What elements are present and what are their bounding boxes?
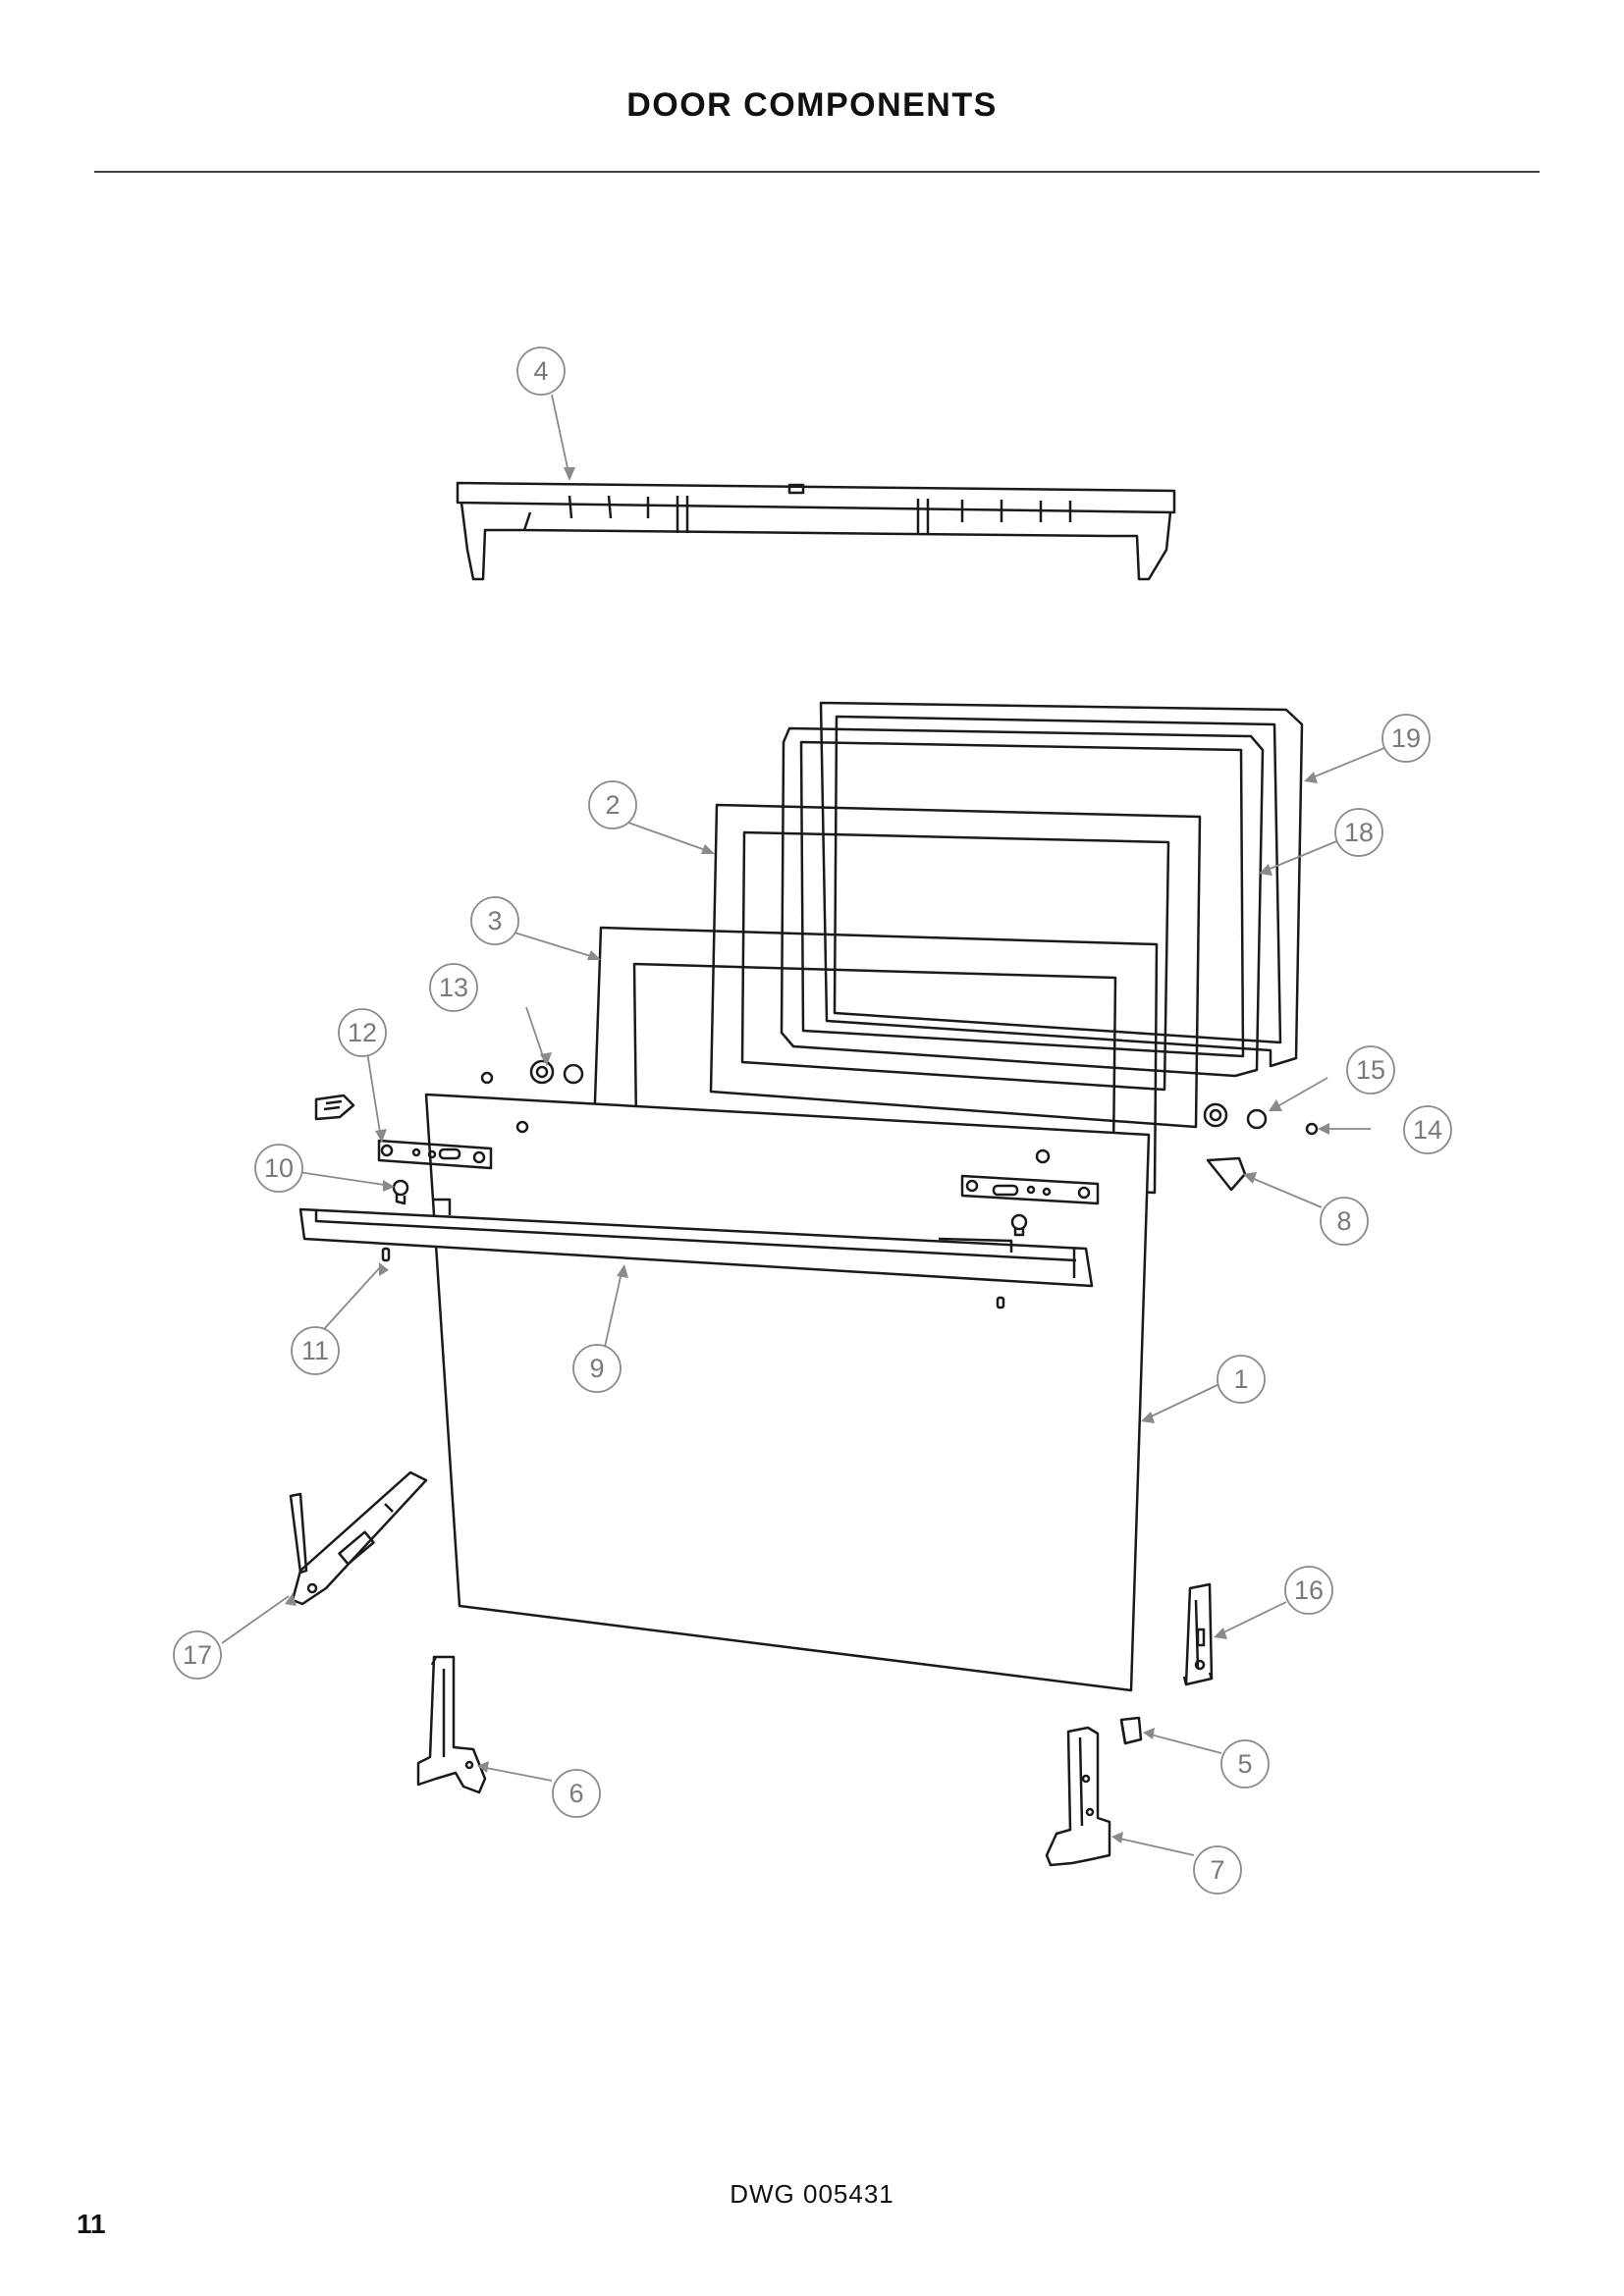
callout-4-label: 4 (533, 356, 548, 386)
page-number: 11 (77, 2209, 106, 2239)
callout-13-label: 13 (439, 973, 468, 1002)
callout-7: 7 (1193, 1845, 1242, 1895)
left-hinge-bracket-part (416, 1655, 487, 1794)
callout-19: 19 (1381, 714, 1431, 763)
callout-16-label: 16 (1294, 1575, 1324, 1605)
top-trim-part (456, 481, 1176, 581)
callout-1: 1 (1217, 1355, 1266, 1404)
small-pin-part (381, 1247, 391, 1262)
right-hinge-bracket-part (1045, 1726, 1111, 1867)
callout-3-label: 3 (487, 906, 502, 935)
callout-6: 6 (552, 1769, 601, 1818)
screw-part (392, 1179, 409, 1205)
drawing-number: DWG 005431 (730, 2179, 894, 2209)
handle-part (298, 1198, 1094, 1288)
callout-8-label: 8 (1336, 1206, 1351, 1236)
callout-11: 11 (291, 1326, 340, 1375)
callout-1-label: 1 (1233, 1364, 1248, 1394)
outer-door-panel-part (424, 1093, 1151, 1692)
right-mount-plate-part (960, 1174, 1100, 1205)
callout-5-label: 5 (1237, 1749, 1252, 1779)
callout-2: 2 (588, 780, 637, 829)
callout-15: 15 (1346, 1045, 1395, 1095)
left-mount-plate-part (377, 1139, 493, 1170)
callout-16: 16 (1284, 1566, 1333, 1615)
outer-seal-part (819, 701, 1304, 1068)
clip-part (1203, 1102, 1268, 1130)
leader-arrowheads (285, 467, 1329, 1843)
right-hinge-arm-part (1182, 1582, 1214, 1686)
header-divider (94, 171, 1540, 173)
callout-2-label: 2 (605, 790, 620, 820)
callout-10-label: 10 (264, 1153, 294, 1183)
callout-9: 9 (572, 1344, 622, 1393)
wedge-stop-part (1206, 1156, 1247, 1192)
spacer-part (480, 1059, 584, 1085)
callout-18: 18 (1334, 808, 1383, 857)
callout-3: 3 (470, 896, 519, 945)
callout-10: 10 (254, 1144, 303, 1193)
small-block-part (1119, 1716, 1143, 1745)
callout-19-label: 19 (1391, 723, 1421, 753)
callout-4: 4 (516, 347, 566, 396)
callout-13: 13 (429, 963, 478, 1012)
page-title: DOOR COMPONENTS (626, 86, 998, 124)
left-hinge-arm-part (289, 1470, 428, 1606)
callout-7-label: 7 (1210, 1855, 1224, 1885)
callout-17-label: 17 (183, 1640, 212, 1670)
callout-5: 5 (1220, 1739, 1270, 1789)
callout-12: 12 (338, 1008, 387, 1057)
callout-11-label: 11 (301, 1336, 329, 1365)
small-washer-part (1305, 1122, 1319, 1136)
callout-6-label: 6 (568, 1779, 583, 1808)
callout-15-label: 15 (1356, 1055, 1385, 1085)
callout-14-label: 14 (1413, 1115, 1442, 1145)
small-clip-part (314, 1094, 355, 1121)
callout-9-label: 9 (589, 1354, 604, 1383)
callout-12-label: 12 (348, 1018, 377, 1047)
callout-18-label: 18 (1344, 818, 1374, 847)
callout-8: 8 (1320, 1197, 1369, 1246)
callout-14: 14 (1403, 1105, 1452, 1154)
hinge-screw-part (1010, 1213, 1028, 1237)
inner-glass-frame-part (709, 803, 1202, 1129)
callout-17: 17 (173, 1630, 222, 1680)
leader-lines (221, 394, 1385, 1856)
